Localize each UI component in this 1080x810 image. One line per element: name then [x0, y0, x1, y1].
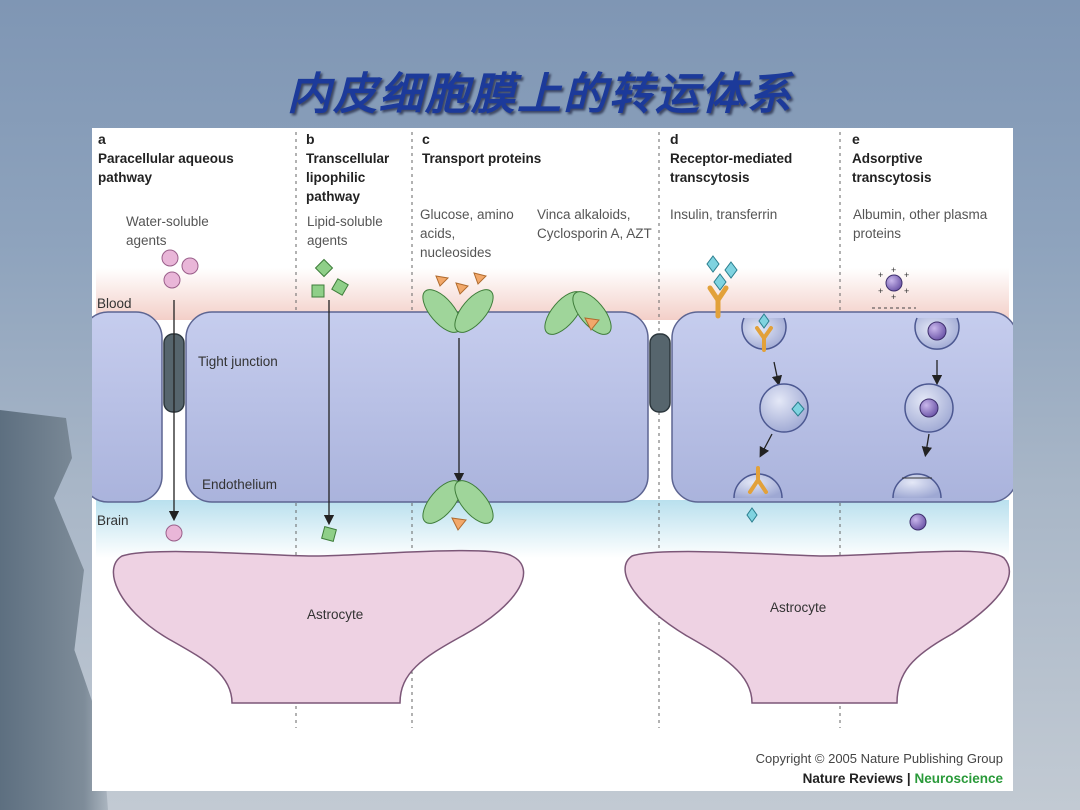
panel-e-heading: Adsorptive transcytosis [852, 151, 932, 185]
transporter-top-left [422, 272, 494, 333]
journal-subtitle: Neuroscience [914, 771, 1003, 786]
panel-c-agents: Glucose, amino acids, nucleosides [420, 207, 514, 260]
receptor-surface [707, 285, 729, 319]
endothelial-cell-right [671, 311, 1013, 503]
panel-a-letter: a [98, 131, 106, 147]
svg-text:+: + [878, 270, 883, 280]
panel-c-agents-2: Vinca alkaloids, Cyclosporin A, AZT [537, 207, 652, 241]
panel-c-header: c Transport proteins [422, 130, 652, 168]
blood-label: Blood [97, 296, 132, 311]
panel-b-header: b Transcellular lipophilic pathway [306, 130, 406, 206]
bbb-diagram: ++ ++ ++ a Paracellular aqueous pathway … [92, 128, 1013, 791]
vesicle-d3 [733, 466, 783, 499]
astrocyte-right [624, 550, 1011, 704]
journal-credit: Nature Reviews | Neuroscience [803, 771, 1003, 786]
albumin-blood: + + + + + + [872, 265, 916, 309]
panel-c-heading: Transport proteins [422, 151, 542, 166]
endothelium-label: Endothelium [202, 477, 278, 492]
vesicle-d2 [759, 383, 809, 433]
panel-d-heading: Receptor-mediated transcytosis [670, 151, 793, 185]
svg-text:+: + [904, 270, 909, 280]
panel-c-letter: c [422, 131, 430, 147]
page-title: 内皮细胞膜上的转运体系 [287, 69, 793, 120]
astrocyte-right-label: Astrocyte [770, 600, 827, 615]
astrocyte-left [112, 549, 525, 704]
panel-d-agents: Insulin, transferrin [670, 207, 778, 222]
albumin-brain [909, 513, 927, 531]
vesicle-e2 [904, 383, 954, 433]
panel-e-agents: Albumin, other plasma proteins [853, 207, 988, 241]
astrocyte-left-label: Astrocyte [307, 607, 364, 622]
vesicle-e3 [892, 473, 942, 499]
panel-e-letter: e [852, 131, 860, 147]
arrow-d2 [759, 433, 773, 458]
lipid-soluble-molecules [311, 258, 349, 542]
efflux-transporter [544, 291, 612, 335]
copyright-text: Copyright © 2005 Nature Publishing Group [755, 751, 1003, 766]
journal-separator: | [906, 771, 911, 786]
journal-name: Nature Reviews [802, 771, 904, 786]
svg-text:+: + [878, 286, 883, 296]
panel-e-header: e Adsorptive transcytosis [852, 130, 1002, 187]
svg-text:+: + [891, 292, 896, 302]
panel-a-heading: Paracellular aqueous pathway [98, 151, 234, 185]
panel-b-heading: Transcellular lipophilic pathway [306, 151, 390, 204]
tight-junction-label: Tight junction [198, 354, 278, 369]
diagram-canvas: + + + + + + [92, 132, 1013, 728]
svg-text:+: + [904, 286, 909, 296]
panel-a-agents: Water-soluble agents [126, 214, 209, 248]
panel-d-header: d Receptor-mediated transcytosis [670, 130, 830, 187]
panel-b-agents: Lipid-soluble agents [307, 214, 383, 248]
tight-junction-right [649, 333, 671, 413]
panel-a-header: a Paracellular aqueous pathway [98, 130, 288, 187]
panel-d-letter: d [670, 131, 679, 147]
vesicle-e1 [914, 317, 960, 350]
brain-band [96, 500, 1009, 558]
svg-text:+: + [891, 265, 896, 275]
vesicle-d1 [741, 313, 787, 352]
endothelial-cell-left [92, 311, 163, 503]
panel-b-letter: b [306, 131, 315, 147]
arrow-d1 [771, 361, 783, 387]
insulin-molecules [706, 255, 738, 291]
endothelial-cell-middle [185, 311, 649, 503]
transporter-bottom-left [422, 480, 494, 531]
column-dividers [295, 132, 841, 728]
insulin-brain [746, 507, 758, 523]
brain-label: Brain [97, 513, 129, 528]
water-soluble-molecules [161, 249, 199, 542]
arrow-e2 [921, 433, 932, 458]
